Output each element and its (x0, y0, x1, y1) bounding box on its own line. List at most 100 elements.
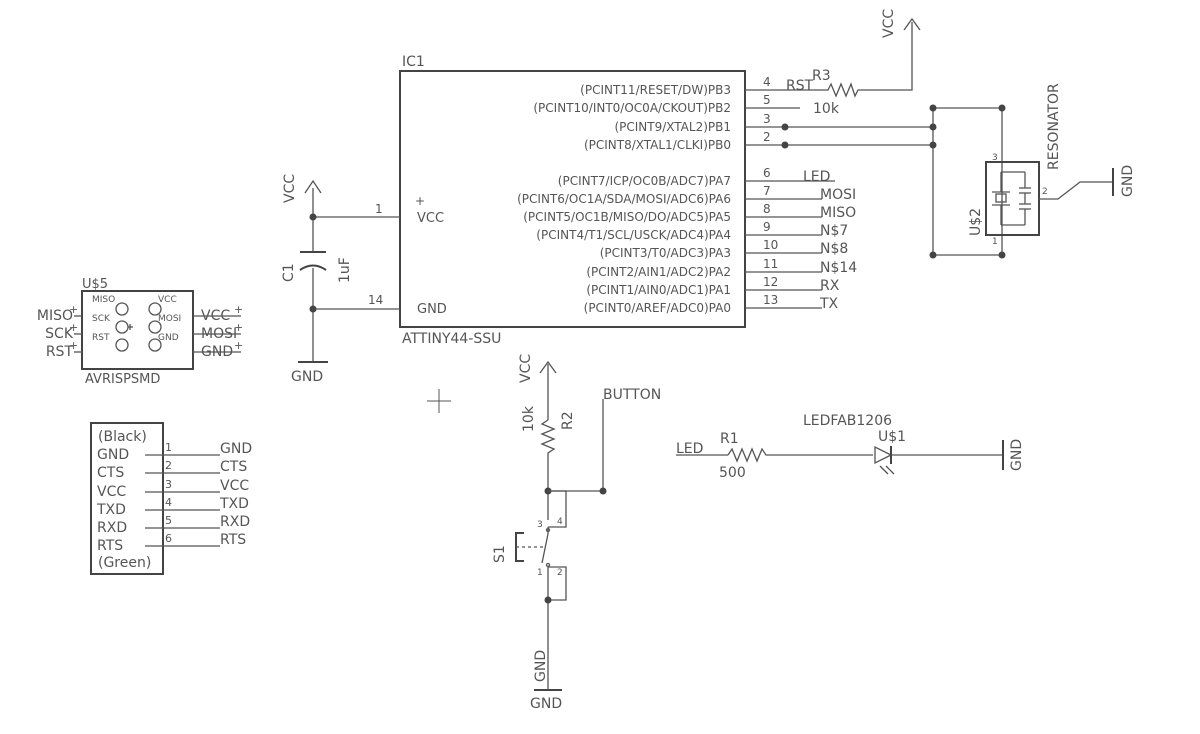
resistor-symbol (540, 419, 556, 520)
net-label: N$7 (820, 223, 848, 239)
resonator-body (985, 161, 1040, 236)
ic1-pin-num: 8 (763, 202, 771, 216)
gnd-label-rot: GND (533, 650, 549, 682)
resonator-pin3: 3 (992, 153, 998, 163)
ftdi-pin-num: 5 (165, 514, 172, 527)
net-label: MISO (820, 205, 856, 221)
resonator-gnd: GND (1120, 165, 1136, 197)
resonator-group: 3 2 1 U$2 RESONATOR GND (929, 83, 1136, 259)
junction-dot (929, 251, 937, 259)
u5-body (81, 290, 194, 370)
junction-dot (599, 487, 607, 495)
ic1-right-pin-nums: 4 5 3 2 6 7 8 9 10 11 12 13 (763, 75, 778, 307)
ic1-pin-name: (PCINT6/OC1A/SDA/MOSI/ADC6)PA6 (517, 192, 731, 206)
ic1-net-labels: RST LED MOSI MISO N$7 N$8 N$14 RX TX (786, 78, 857, 312)
ic1-pin-num: 9 (763, 220, 771, 234)
u5-part: AVRISPSMD (85, 372, 160, 387)
vcc-label: VCC (518, 354, 534, 383)
u5-net-right: VCC (201, 308, 230, 324)
net-label: RX (820, 278, 840, 294)
s1-ref: S1 (492, 545, 508, 563)
ftdi-net: RTS (220, 532, 246, 548)
ic1-pin-num: 12 (763, 275, 778, 289)
led-gnd: GND (1009, 439, 1025, 471)
s1-pin4: 4 (557, 517, 563, 527)
svg-text:+: + (69, 339, 78, 352)
ic1-group: IC1 ATTINY44-SSU + VCC GND 1 14 (PCINT11… (313, 54, 933, 347)
junction-dot (781, 123, 789, 131)
led-diode-symbol (874, 445, 893, 465)
ftdi-net: VCC (220, 478, 249, 494)
net-label: N$8 (820, 241, 848, 257)
resonator-pin2: 2 (1042, 187, 1048, 197)
ic1-pin-name: (PCINT5/OC1B/MISO/DO/ADC5)PA5 (523, 210, 731, 224)
ftdi-pin-name: RXD (97, 520, 127, 536)
ftdi-pin-num: 3 (165, 478, 172, 491)
ic1-pin-name: (PCINT7/ICP/OC0B/ADC7)PA7 (558, 174, 731, 188)
c1-gnd: GND (291, 369, 323, 385)
s1-pin3: 3 (537, 520, 543, 530)
ftdi-net: CTS (220, 459, 247, 475)
resonator-pin1: 1 (992, 237, 998, 247)
junction-dot (929, 141, 937, 149)
c1-value: 1uF (337, 257, 353, 283)
resonator-label: RESONATOR (1046, 83, 1062, 170)
ic1-pin-name: (PCINT8/XTAL1/CLKI)PB0 (584, 138, 731, 152)
net-label: N$14 (820, 260, 857, 276)
u5-net-left: MISO (37, 308, 73, 324)
u5-net-left: RST (46, 344, 74, 360)
c1-ref: C1 (281, 263, 297, 282)
ic1-pin-num: 5 (763, 93, 771, 107)
ic1-pin-name: (PCINT9/XTAL2)PB1 (614, 120, 731, 134)
led-net-label: LED (676, 441, 703, 457)
vcc-arrow-symbol (304, 179, 322, 194)
c1-group: VCC C1 1uF GND (281, 174, 353, 385)
u5-net-left: SCK (45, 326, 74, 342)
u5-pad-label: VCC (158, 295, 177, 305)
ftdi-bottom: (Green) (98, 555, 151, 571)
vcc-arrow-symbol (539, 360, 557, 374)
ftdi-top: (Black) (98, 429, 147, 445)
r3-group: R3 10k VCC (812, 9, 921, 117)
crosshair-cursor-icon (427, 389, 451, 413)
ftdi-pin-num: 1 (165, 441, 172, 454)
ftdi-net: TXD (219, 496, 249, 512)
u5-net-right: GND (201, 344, 233, 360)
button-net-label: BUTTON (603, 387, 661, 403)
junction-dot (998, 104, 1006, 112)
ic1-pin-name: (PCINT2/AIN1/ADC2)PA2 (586, 265, 731, 279)
ftdi-body (90, 422, 164, 575)
svg-text:+: + (234, 339, 243, 352)
resonator-ref: U$2 (968, 208, 984, 236)
junction-dot (309, 213, 317, 221)
junction-dot (998, 251, 1006, 259)
ic1-pin-num-14: 14 (368, 293, 383, 307)
r2-ref: R2 (560, 411, 576, 430)
ftdi-net: RXD (220, 514, 250, 530)
u5-ref: U$5 (82, 277, 108, 292)
vcc-arrow-symbol (903, 17, 921, 31)
ftdi-pin-name: GND (97, 447, 129, 463)
resistor-symbol (727, 447, 873, 463)
junction-dot (544, 596, 552, 604)
u5-pad-label: MISO (92, 295, 115, 305)
ftdi-pin-num: 4 (165, 496, 172, 509)
gnd-label: GND (530, 696, 562, 712)
net-label: RST (786, 78, 814, 94)
ftdi-pin-name: VCC (97, 484, 126, 500)
ftdi-net: GND (220, 441, 252, 457)
r3-ref: R3 (812, 68, 831, 84)
ic1-right-pin-names: (PCINT11/RESET/DW)PB3 (PCINT10/INT0/OC0A… (517, 83, 731, 315)
s1-pin1: 1 (537, 568, 543, 578)
r3-value: 10k (813, 101, 840, 117)
ftdi-pin-name: CTS (97, 465, 124, 481)
net-label: MOSI (820, 187, 856, 203)
c1-vcc: VCC (282, 174, 298, 203)
u5-pad-label: RST (92, 333, 110, 343)
ic1-pin-name: (PCINT11/RESET/DW)PB3 (580, 83, 731, 97)
svg-text:+: + (69, 303, 78, 316)
ic1-pin-num: 4 (763, 75, 771, 89)
u5-net-right: MOSI (201, 326, 237, 342)
u5-pad-label: SCK (92, 314, 111, 324)
